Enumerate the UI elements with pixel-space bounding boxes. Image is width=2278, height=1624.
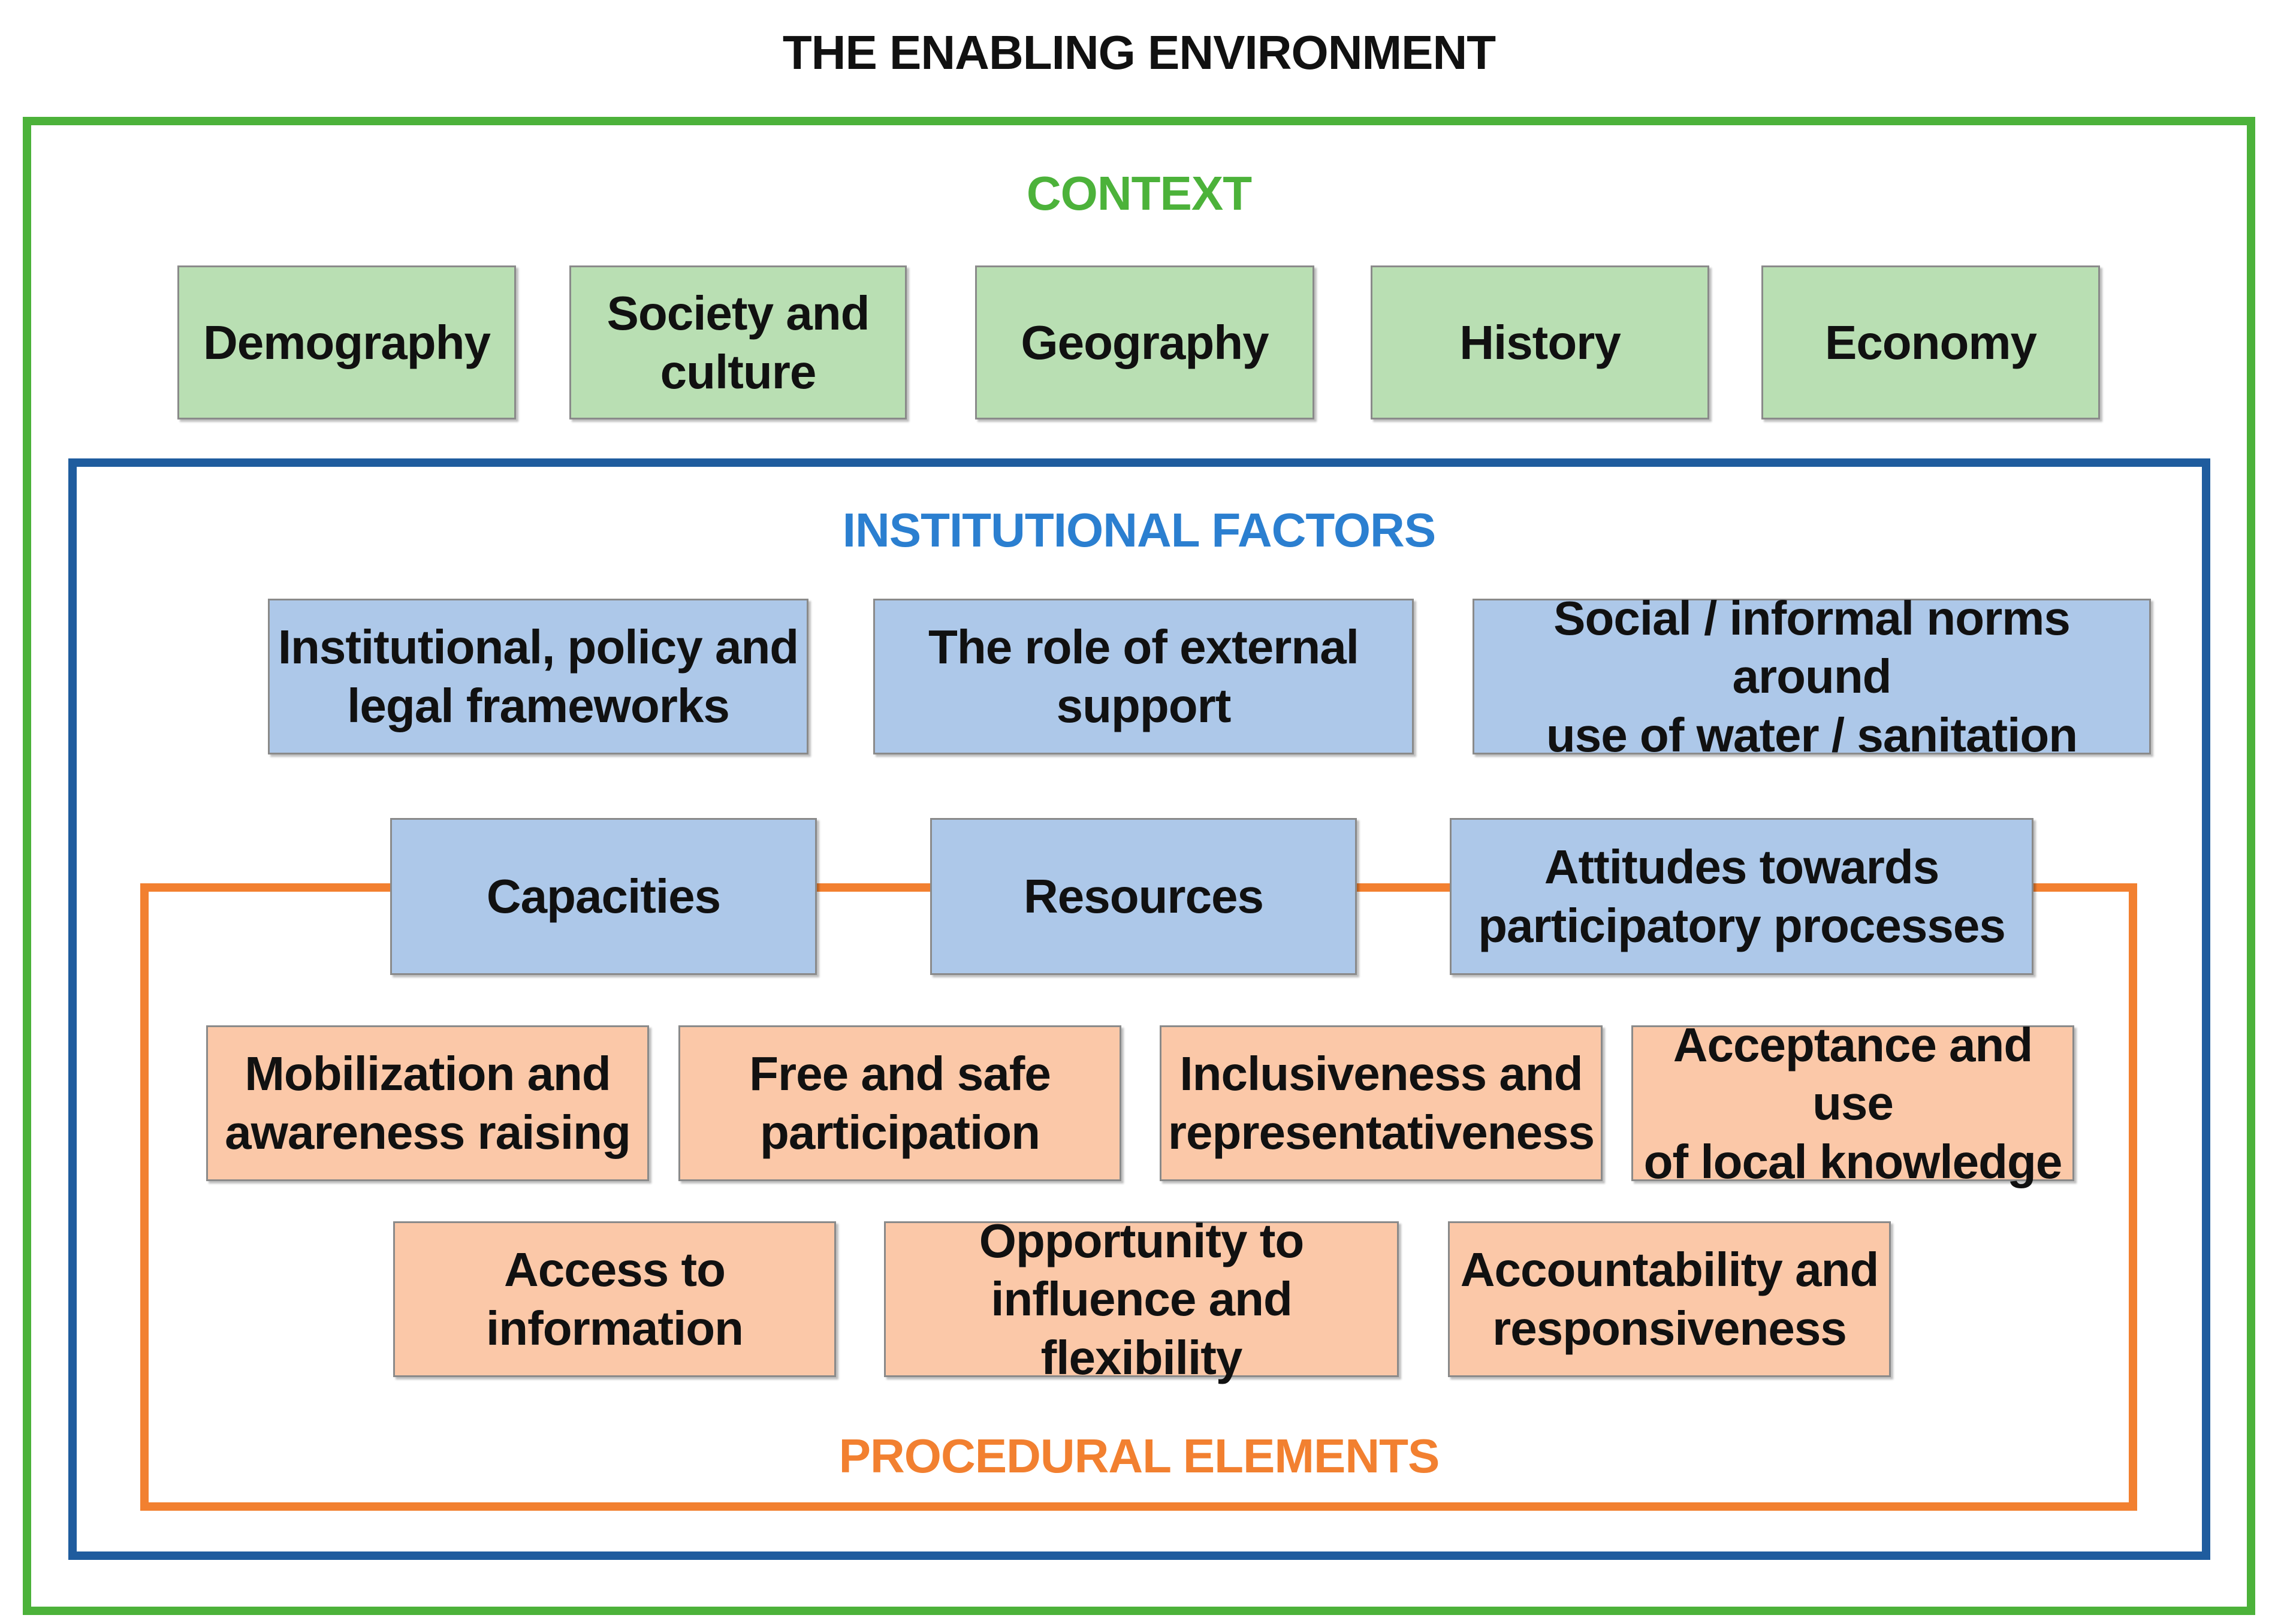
context-box-demography: Demography [177,265,516,419]
institutional-box-frameworks: Institutional, policy and legal framewor… [268,599,808,754]
institutional-box-capacities: Capacities [390,818,817,975]
context-box-society-culture: Society and culture [569,265,907,419]
context-frame [23,117,2255,1615]
procedural-box-accountability: Accountability and responsiveness [1448,1221,1891,1377]
context-heading: CONTEXT [1026,167,1252,220]
institutional-factors-frame [68,458,2210,1560]
institutional-factors-heading: INSTITUTIONAL FACTORS [842,503,1436,557]
procedural-box-inclusiveness: Inclusiveness and representativeness [1160,1025,1603,1181]
procedural-box-local-knowledge: Acceptance and use of local knowledge [1631,1018,2074,1188]
diagram-title: THE ENABLING ENVIRONMENT [782,26,1496,79]
procedural-elements-frame [140,883,2137,1511]
institutional-box-attitudes: Attitudes towards participatory processe… [1450,818,2033,975]
procedural-box-mobilization: Mobilization and awareness raising [206,1025,649,1181]
context-box-geography: Geography [975,265,1314,419]
institutional-box-external-support: The role of external support [873,599,1414,754]
context-box-history: History [1371,265,1709,419]
institutional-box-resources: Resources [930,818,1357,975]
procedural-elements-heading: PROCEDURAL ELEMENTS [838,1429,1440,1483]
context-box-economy: Economy [1761,265,2100,419]
institutional-box-social-norms: Social / informal norms around use of wa… [1473,591,2151,762]
procedural-box-access-information: Access to information [393,1221,836,1377]
procedural-box-opportunity-influence: Opportunity to influence and flexibility [884,1214,1399,1384]
procedural-box-free-safe-participation: Free and safe participation [678,1025,1121,1181]
